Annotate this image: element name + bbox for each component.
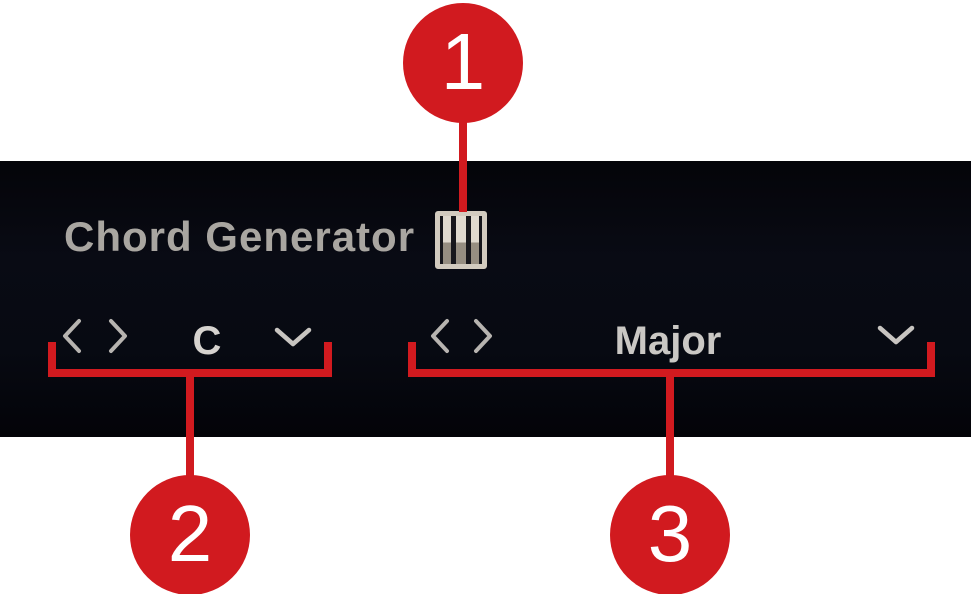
root-dropdown-button[interactable] bbox=[273, 326, 313, 350]
piano-key bbox=[443, 216, 451, 264]
callout-3-line bbox=[666, 374, 674, 478]
callout-1-marker: 1 bbox=[403, 3, 523, 123]
chevron-down-icon bbox=[273, 326, 313, 350]
chevron-down-icon bbox=[876, 324, 916, 348]
chord-type-value[interactable]: Major bbox=[614, 319, 722, 363]
chevron-left-icon bbox=[58, 317, 86, 355]
callout-2-marker: 2 bbox=[130, 475, 250, 594]
callout-2-line bbox=[186, 374, 194, 478]
callout-1-line bbox=[459, 116, 467, 212]
chevron-right-icon bbox=[104, 317, 132, 355]
callout-3-marker: 3 bbox=[610, 475, 730, 594]
chord-type-prev-button[interactable] bbox=[426, 317, 454, 355]
chord-type-next-button[interactable] bbox=[469, 317, 497, 355]
chevron-left-icon bbox=[426, 317, 454, 355]
panel-title: Chord Generator bbox=[64, 213, 416, 260]
callout-2-bracket bbox=[48, 342, 332, 377]
root-prev-button[interactable] bbox=[58, 317, 86, 355]
chord-generator-panel bbox=[0, 161, 971, 437]
callout-3-bracket bbox=[408, 342, 935, 377]
chevron-right-icon bbox=[469, 317, 497, 355]
root-next-button[interactable] bbox=[104, 317, 132, 355]
piano-keys-icon[interactable] bbox=[435, 211, 487, 269]
piano-key bbox=[456, 216, 466, 264]
chord-type-dropdown-button[interactable] bbox=[876, 324, 916, 348]
piano-key bbox=[471, 216, 479, 264]
root-note-value[interactable]: C bbox=[192, 319, 222, 363]
